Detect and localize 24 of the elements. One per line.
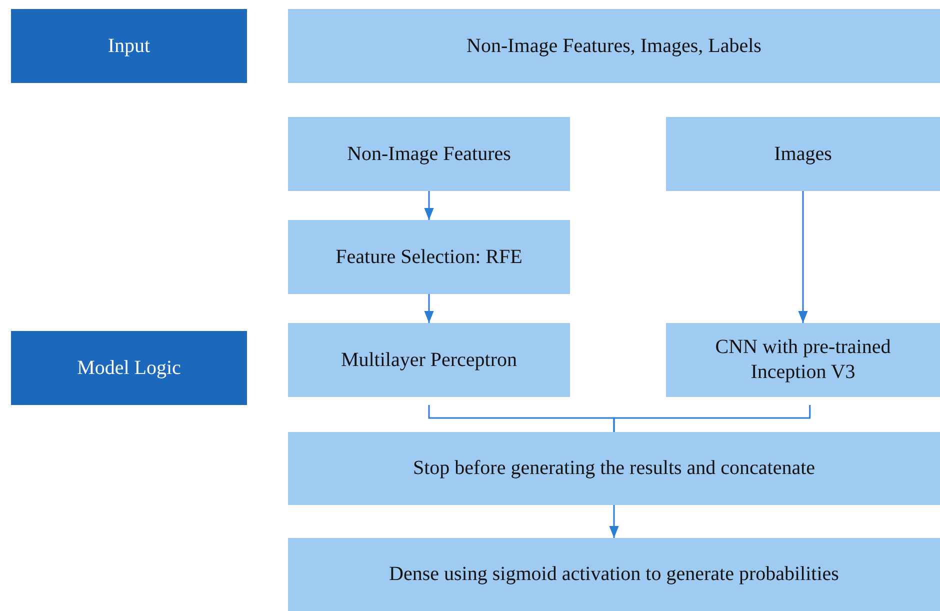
box-text: CNN with pre-trained Inception V3 bbox=[714, 335, 892, 385]
connector-arrow bbox=[798, 191, 808, 323]
process-box bbox=[288, 432, 940, 505]
box-text: Feature Selection: RFE bbox=[336, 244, 522, 270]
connector-arrow bbox=[609, 505, 619, 538]
connector-arrow bbox=[424, 191, 434, 220]
process-box bbox=[288, 9, 940, 83]
process-box bbox=[288, 323, 570, 397]
process-box bbox=[666, 117, 940, 191]
stage-label-box bbox=[11, 9, 247, 83]
box-text: Input bbox=[108, 34, 150, 58]
box-text: Images bbox=[774, 142, 832, 166]
stage-label-box bbox=[11, 331, 247, 405]
process-box bbox=[288, 220, 570, 294]
box-text: Non-Image Features bbox=[347, 142, 511, 166]
box-text: Dense using sigmoid activation to generate probabilities bbox=[389, 562, 839, 587]
box-text: Stop before generating the results and concatenate bbox=[412, 456, 816, 481]
process-box bbox=[666, 323, 940, 397]
process-box bbox=[288, 538, 940, 611]
box-text: Non-Image Features, Images, Labels bbox=[466, 34, 762, 58]
box-text: Multilayer Perceptron bbox=[340, 348, 518, 372]
connector-arrow bbox=[424, 294, 434, 323]
process-box bbox=[288, 117, 570, 191]
box-text: Model Logic bbox=[77, 356, 181, 380]
